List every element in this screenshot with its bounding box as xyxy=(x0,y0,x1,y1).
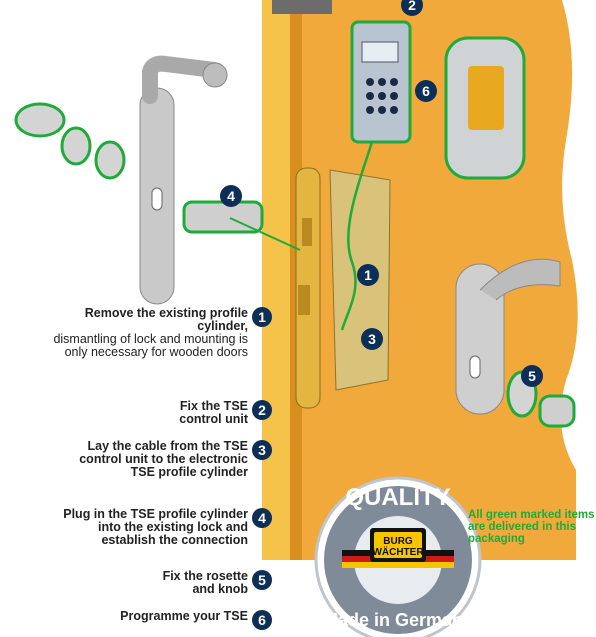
seal-bottom-text: Made in Germany xyxy=(323,610,473,630)
callout-1: 1 xyxy=(357,264,379,286)
step-3-badge: 3 xyxy=(252,440,272,460)
step-2: Fix the TSE control unit 2 xyxy=(40,400,272,426)
inner-rosette-handle xyxy=(140,63,227,304)
step-5: Fix the rosette and knob 5 xyxy=(40,570,272,596)
step-1: Remove the existing profile cylinder,dis… xyxy=(40,307,272,359)
door-top-edge xyxy=(272,0,332,14)
step-2-title: Fix the TSE control unit xyxy=(138,400,248,426)
step-4-title: Plug in the TSE profile cylinder into th… xyxy=(58,508,248,547)
seal-brand-line1: BURG xyxy=(383,536,413,547)
step-1-detail: dismantling of lock and mounting is only… xyxy=(40,333,248,359)
svg-text:2: 2 xyxy=(408,0,416,13)
tse-control-unit xyxy=(352,22,410,142)
step-3-title: Lay the cable from the TSE control unit … xyxy=(78,440,248,479)
step-5-title: Fix the rosette and knob xyxy=(138,570,248,596)
svg-text:6: 6 xyxy=(422,83,430,99)
left-small-parts xyxy=(16,104,124,178)
keypad-front-unit xyxy=(446,38,524,178)
callout-5: 5 xyxy=(521,365,543,387)
step-2-badge: 2 xyxy=(252,400,272,420)
seal-brand-line2: WÄCHTER xyxy=(372,545,424,558)
callout-6: 6 xyxy=(415,80,437,102)
step-5-badge: 5 xyxy=(252,570,272,590)
quality-seal: QUALITY BURG WÄCHTER Made in Germany xyxy=(316,478,480,637)
step-6-title: Programme your TSE xyxy=(88,610,248,623)
dead-bolt xyxy=(302,218,312,246)
step-6-badge: 6 xyxy=(252,610,272,630)
packaging-note: All green marked items are delivered in … xyxy=(468,509,596,545)
latch-bolt xyxy=(298,285,310,315)
step-3: Lay the cable from the TSE control unit … xyxy=(40,440,272,479)
callout-4: 4 xyxy=(220,185,242,207)
step-1-title: Remove the existing profile cylinder, xyxy=(40,307,248,333)
svg-text:1: 1 xyxy=(364,267,372,283)
callout-3: 3 xyxy=(361,328,383,350)
step-4-badge: 4 xyxy=(252,508,272,528)
svg-text:3: 3 xyxy=(368,331,376,347)
step-4: Plug in the TSE profile cylinder into th… xyxy=(40,508,272,547)
step-1-badge: 1 xyxy=(252,307,272,327)
svg-text:4: 4 xyxy=(227,188,235,204)
seal-top-text: QUALITY xyxy=(345,484,450,511)
step-6: Programme your TSE 6 xyxy=(40,610,272,630)
svg-text:5: 5 xyxy=(528,368,536,384)
